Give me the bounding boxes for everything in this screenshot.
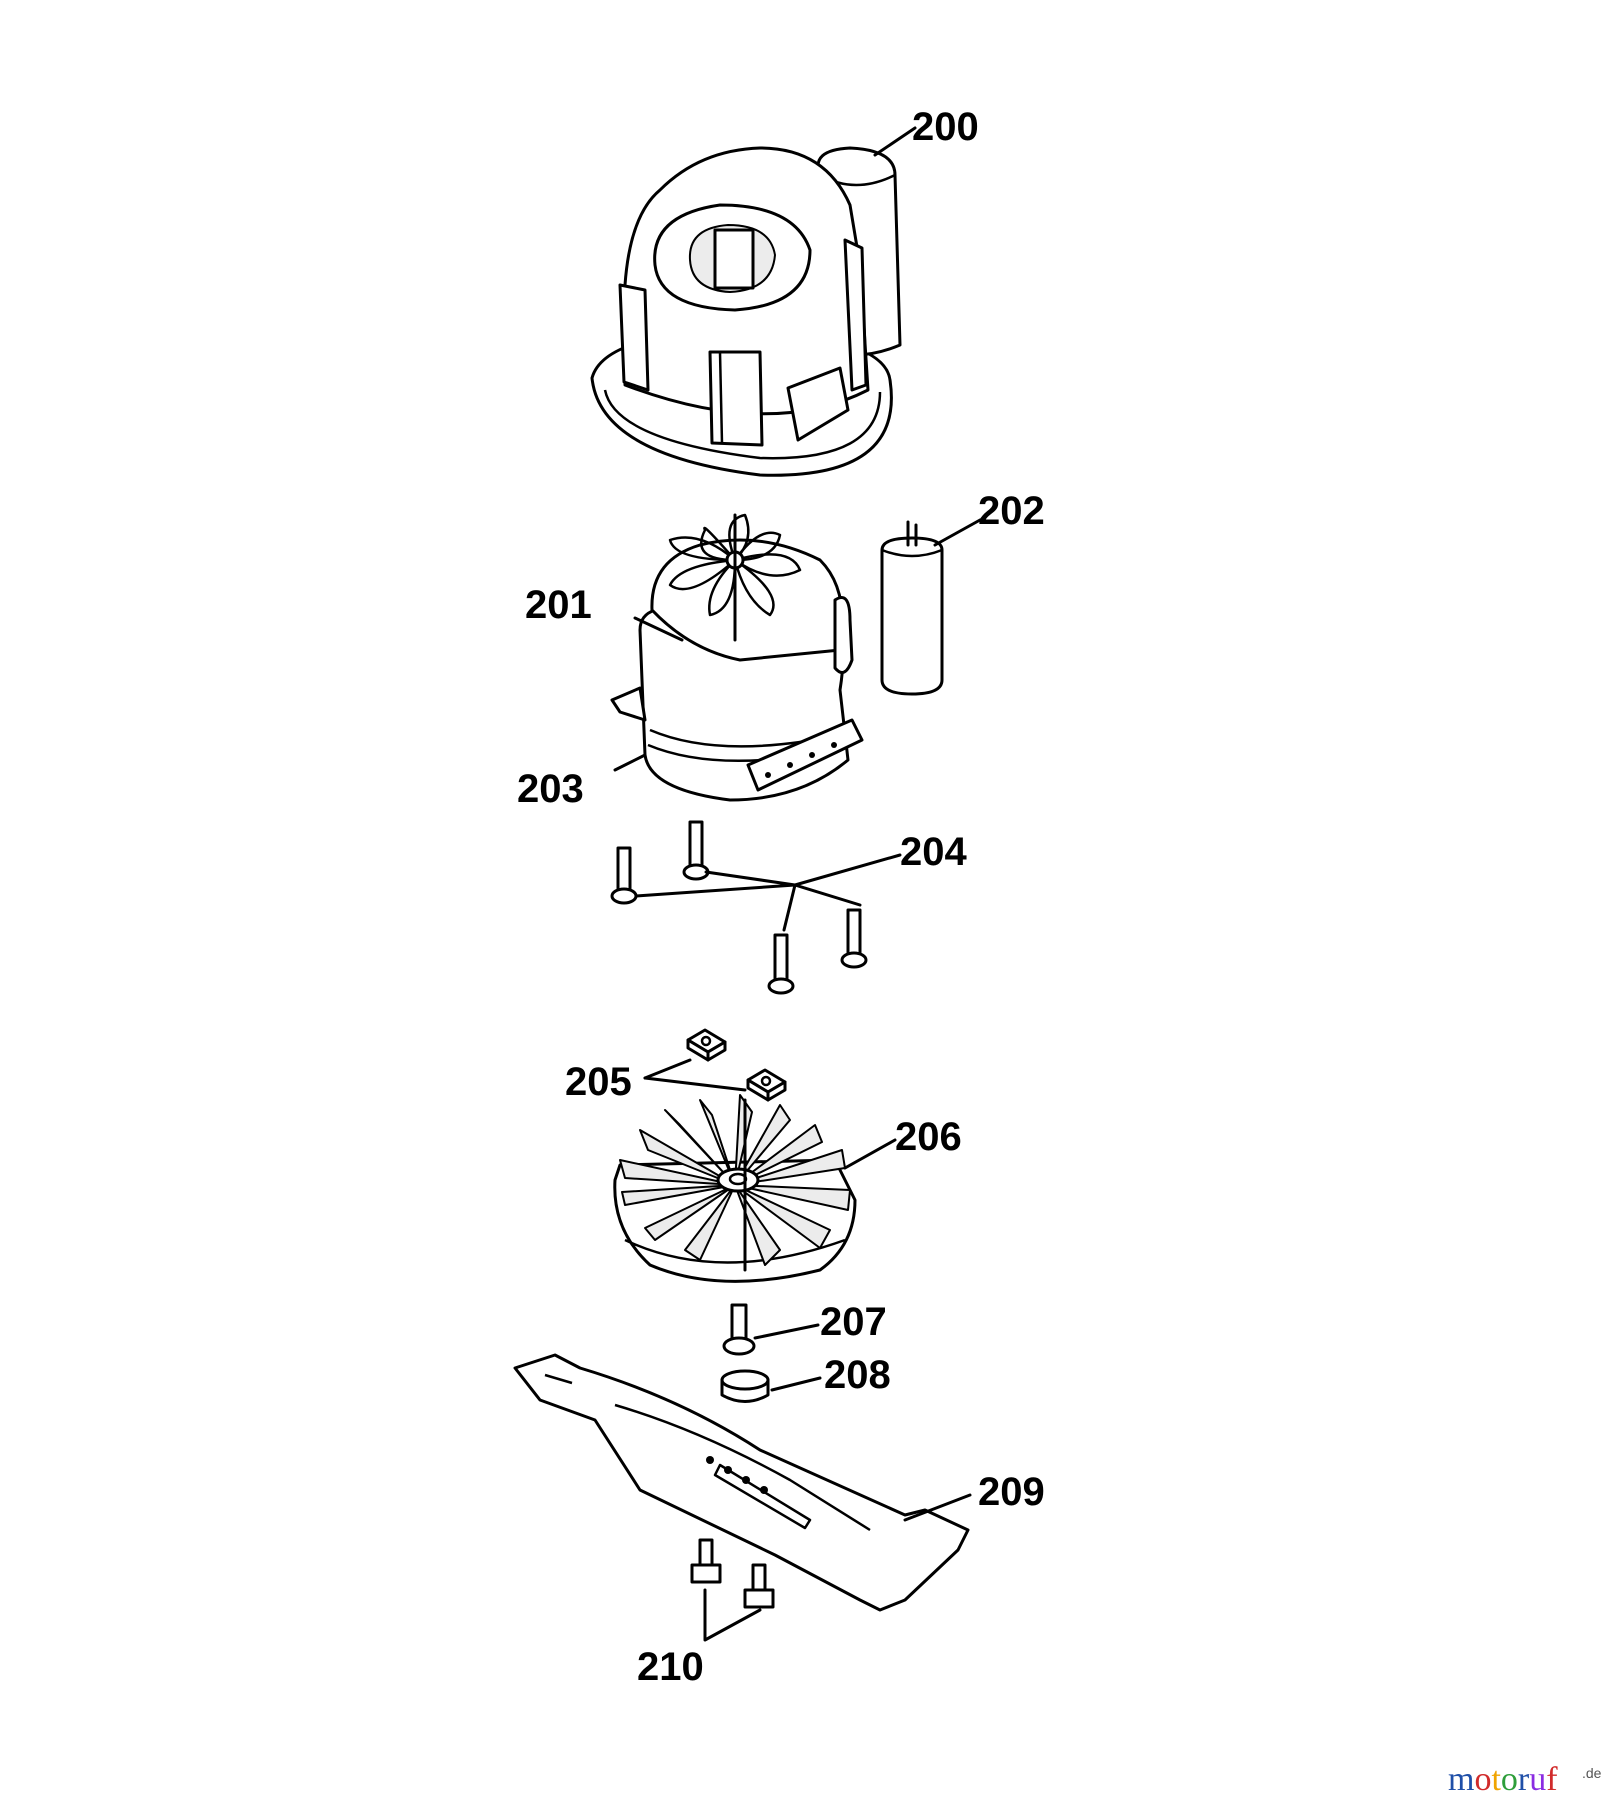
watermark-suffix: .de [1582, 1765, 1602, 1781]
label-209: 209 [978, 1470, 1045, 1514]
part-206-fan [613, 1094, 897, 1283]
label-204: 204 [900, 830, 967, 874]
label-206: 206 [895, 1115, 962, 1159]
part-202-capacitor [880, 518, 982, 696]
part-201-motor [610, 513, 864, 802]
part-204-screws [610, 820, 902, 995]
label-200: 200 [912, 105, 979, 149]
part-208-spacer [720, 1369, 822, 1403]
part-number-labels: 200 201 202 203 204 205 206 207 208 209 … [517, 105, 1045, 1689]
part-207-bolt [722, 1303, 820, 1356]
label-201: 201 [525, 583, 592, 627]
part-209-blade [513, 1353, 972, 1612]
part-210-bolts [690, 1538, 775, 1642]
watermark-brand: motoruf [1448, 1761, 1558, 1798]
label-210: 210 [637, 1645, 704, 1689]
watermark-logo: motoruf .de [1448, 1761, 1602, 1798]
label-208: 208 [824, 1353, 891, 1397]
label-203: 203 [517, 767, 584, 811]
label-207: 207 [820, 1300, 887, 1344]
part-200-motor-housing [590, 126, 917, 477]
label-202: 202 [978, 489, 1045, 533]
part-205-nuts [643, 1028, 787, 1102]
label-205: 205 [565, 1060, 632, 1104]
